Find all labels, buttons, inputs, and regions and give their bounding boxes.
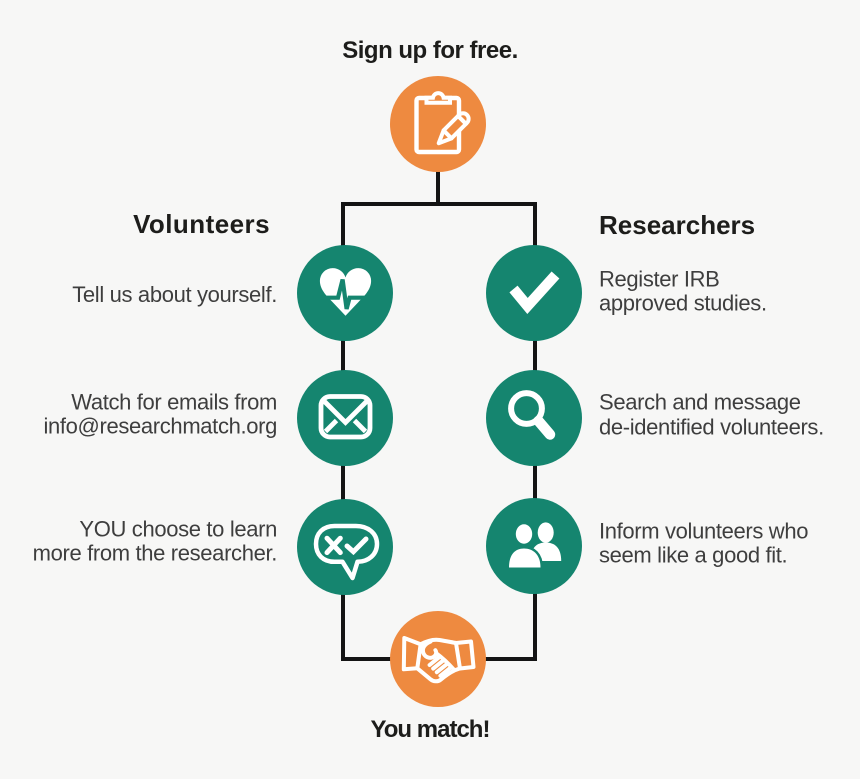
checkmark-icon [508, 271, 559, 315]
envelope-node [297, 369, 393, 466]
signup-node [389, 76, 486, 172]
search-node [485, 370, 582, 466]
envelope-icon [318, 393, 373, 439]
magnifier-icon [507, 390, 555, 440]
people-node [485, 497, 582, 594]
match-node [389, 610, 486, 707]
heart-node [297, 245, 393, 341]
speech-bubble-node [297, 498, 393, 595]
match-caption: You match! [370, 716, 491, 743]
connector-stem-line [435, 168, 440, 204]
handshake-icon [401, 635, 475, 683]
volunteer-step-1-label: Tell us about yourself. [72, 281, 277, 307]
researcher-step-1-label: Register IRB approved studies. [599, 266, 767, 316]
volunteer-step-3-label: YOU choose to learn more from the resear… [32, 516, 278, 566]
researcher-step-2-label: Search and message de-identified volunte… [599, 389, 824, 439]
volunteer-step-2-label: Watch for emails from info@researchmatch… [43, 389, 277, 439]
researcher-step-3-label: Inform volunteers who seem like a good f… [599, 518, 809, 568]
researchers-heading: Researchers [599, 210, 756, 240]
clipboard-pencil-icon [413, 91, 471, 155]
heart-pulse-icon [319, 268, 372, 316]
speech-bubble-x-check-icon [313, 523, 380, 580]
volunteers-heading: Volunteers [133, 209, 270, 239]
signup-caption: Sign up for free. [342, 37, 518, 64]
two-people-icon [505, 521, 561, 570]
check-node [485, 245, 582, 341]
